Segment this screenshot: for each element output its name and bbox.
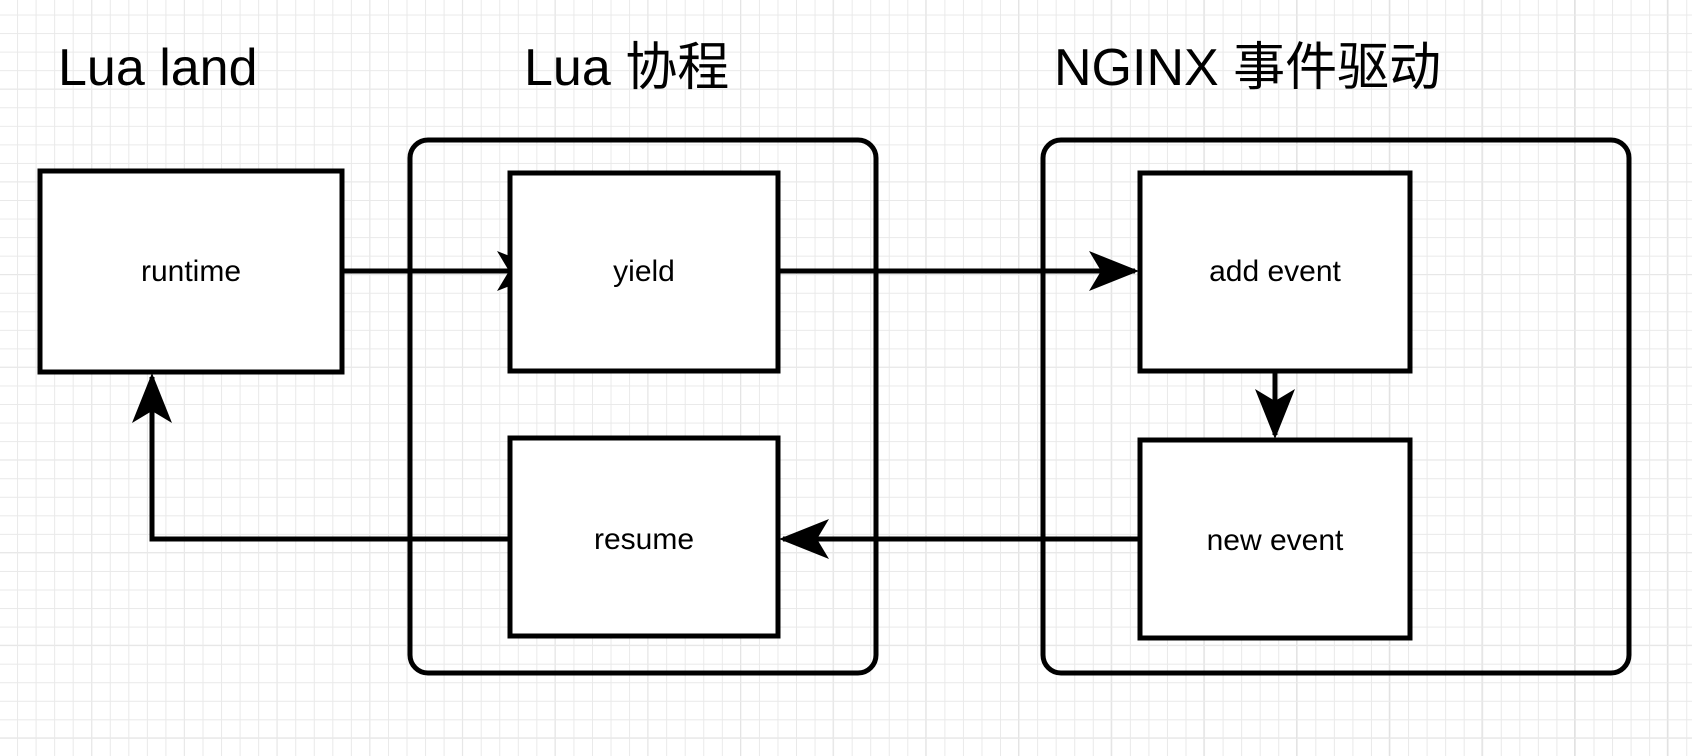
nginx-container <box>1040 137 1632 676</box>
node-add-event[interactable] <box>1137 170 1413 374</box>
node-resume[interactable] <box>507 435 781 639</box>
node-label-resume: resume <box>593 523 695 556</box>
node-label-new-event: new event <box>1206 524 1344 557</box>
coroutine-container <box>407 137 879 676</box>
node-yield[interactable] <box>507 170 781 374</box>
node-new-event[interactable] <box>1137 437 1413 641</box>
edge-resume-to-runtime <box>132 372 510 542</box>
node-label-add-event: add event <box>1209 255 1341 288</box>
lane-title-lua-coroutine: Lua 协程 <box>524 39 730 97</box>
lane-title-lua-land: Lua land <box>58 39 258 97</box>
node-label-runtime: runtime <box>140 255 242 288</box>
lane-title-nginx-event-driven: NGINX 事件驱动 <box>1054 39 1442 97</box>
node-runtime[interactable] <box>37 168 345 375</box>
node-label-yield: yield <box>613 255 675 288</box>
